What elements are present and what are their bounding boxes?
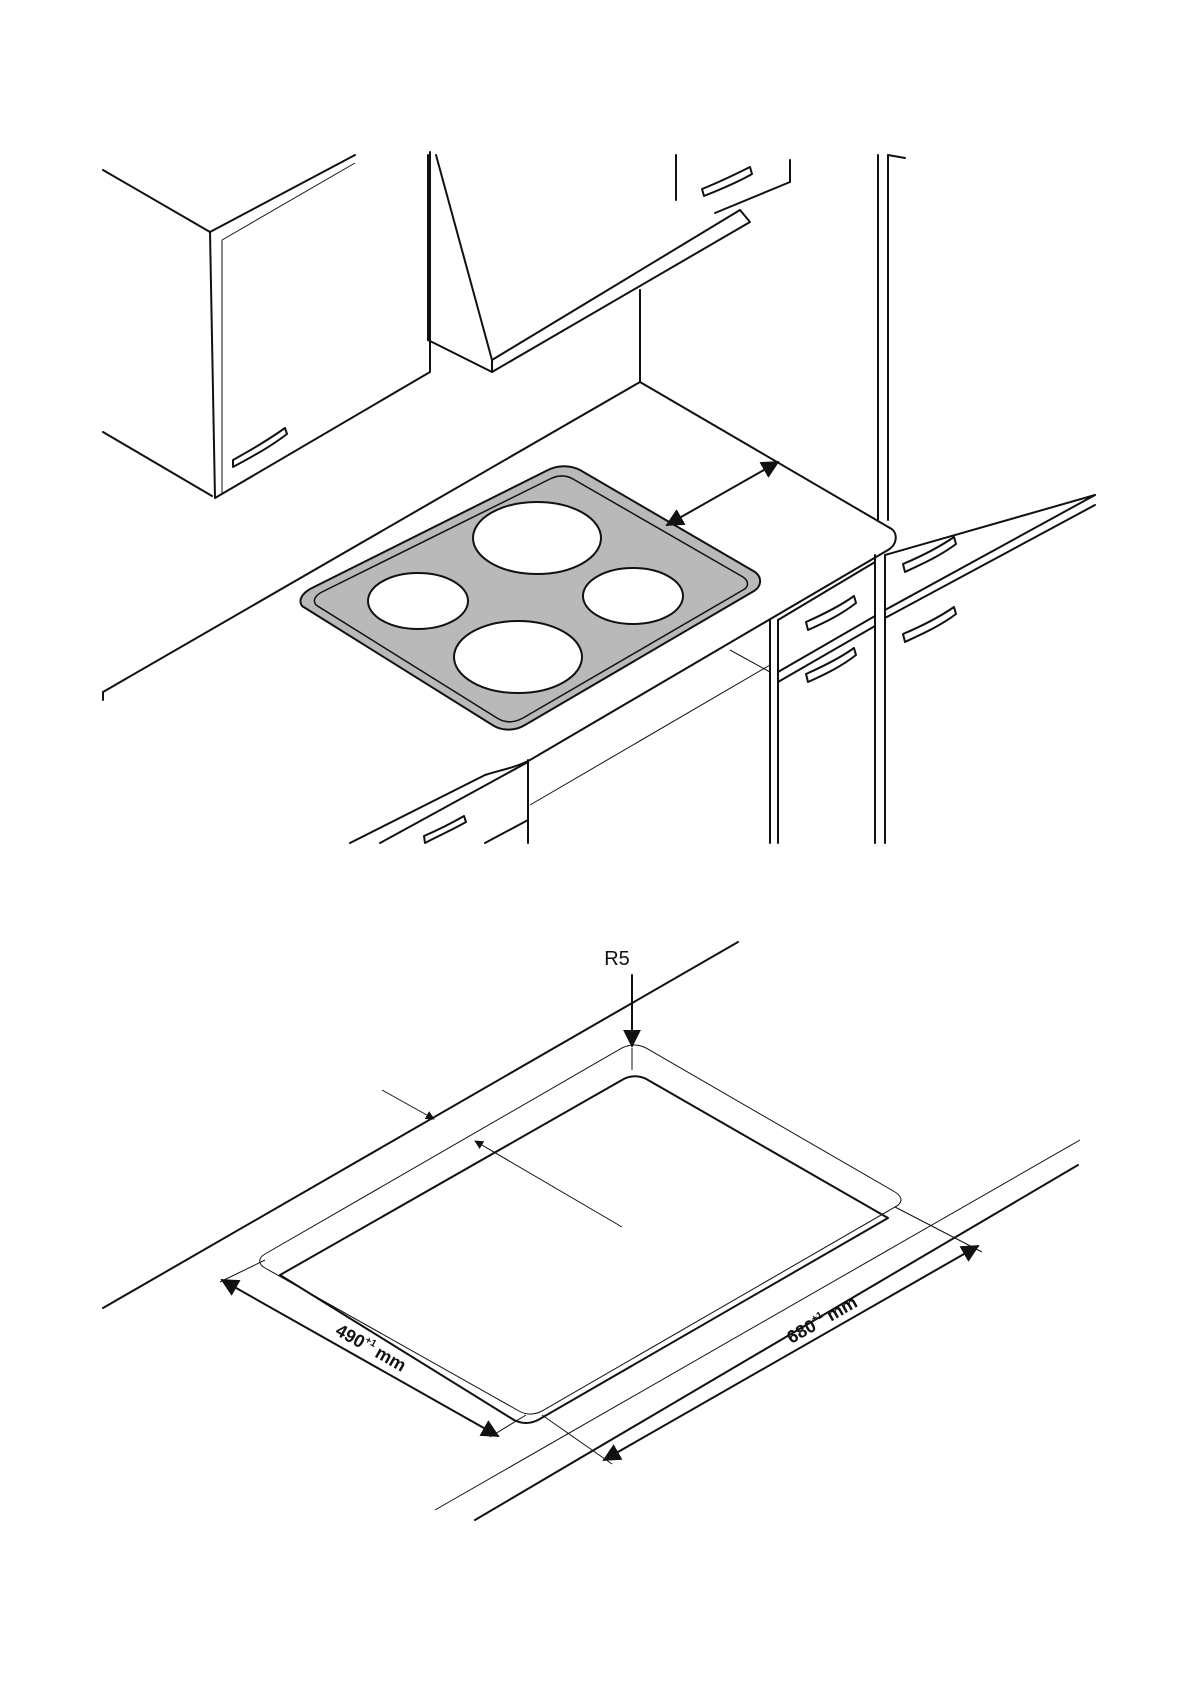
tall-cabinet (878, 155, 905, 520)
width-dimension-line (604, 1246, 978, 1460)
worktop-front-edge-1 (435, 1140, 1080, 1510)
clearance-arrow (667, 462, 778, 525)
burner-front-large (454, 621, 582, 693)
hob (300, 466, 760, 729)
depth-dimension-line (222, 1280, 498, 1436)
cutout-diagram: R5 490+1mm 680+1mm (103, 942, 1080, 1520)
wall-cabinet (103, 152, 430, 498)
offset-arrow-b (475, 1141, 622, 1227)
radius-label: R5 (604, 948, 630, 970)
offset-arrow-a (382, 1090, 434, 1119)
burner-left-small (368, 573, 468, 629)
burner-right-small (583, 568, 683, 624)
kitchen-illustration (103, 152, 1095, 843)
worktop-front-edge-2 (475, 1165, 1078, 1520)
width-extension-1 (542, 1415, 612, 1464)
cutout-outer (260, 1045, 901, 1414)
burner-rear-large (473, 502, 601, 574)
cutout-inner (280, 1076, 888, 1423)
upper-cabinet-rear (676, 155, 790, 213)
depth-extension-1 (220, 1260, 265, 1282)
worktop-rear-edge (103, 942, 738, 1308)
